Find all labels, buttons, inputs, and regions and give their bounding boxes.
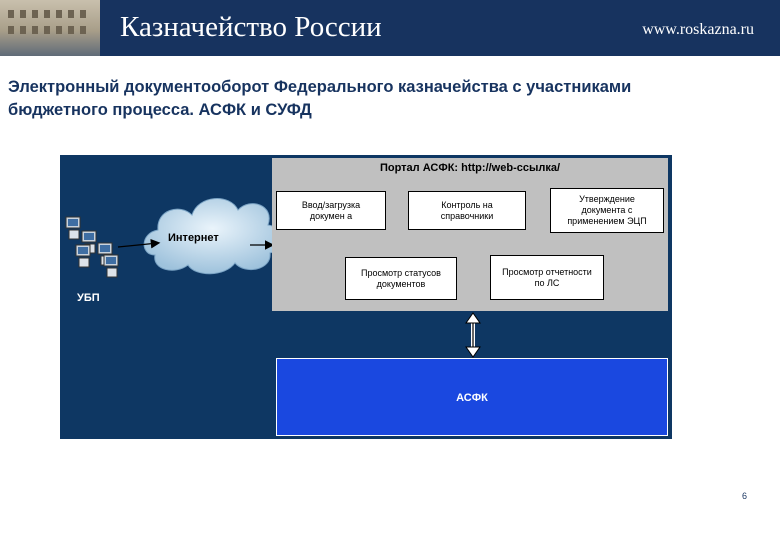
approve-label: Утверждение документа с применением ЭЦП <box>567 194 647 226</box>
asfk-diagram: Интернет УБП Портал АСФК: http://web-ссы… <box>60 155 672 439</box>
building-photo <box>0 0 100 56</box>
computers-icon <box>65 216 119 278</box>
slide-title: Электронный документооборот Федерального… <box>8 78 632 119</box>
portal-panel: Портал АСФК: http://web-ссылка/ Ввод/заг… <box>272 158 668 311</box>
portal-asfk-double-arrow <box>465 312 481 358</box>
internet-cloud-icon <box>143 198 282 275</box>
diagram-graphics <box>65 198 549 358</box>
ubp-to-cloud-arrow <box>117 238 161 249</box>
asfk-label: АСФК <box>456 392 488 404</box>
internet-label: Интернет <box>168 232 219 244</box>
control-box: Контроль на справочники <box>408 191 526 230</box>
approve-box: Утверждение документа с применением ЭЦП <box>550 188 664 233</box>
upload-label: Ввод/загрузка докумен а <box>301 199 361 221</box>
portal-title: Портал АСФК: http://web-ссылка/ <box>379 162 561 174</box>
site-url[interactable]: www.roskazna.ru <box>642 21 754 38</box>
control-label: Контроль на справочники <box>440 199 494 221</box>
page-number: 6 <box>742 491 748 501</box>
header-title: Казначейство России <box>120 11 382 43</box>
ubp-label: УБП <box>77 292 100 304</box>
reports-label: Просмотр отчетности по ЛС <box>502 266 592 288</box>
status-box: Просмотр статусов документов <box>345 257 457 300</box>
status-label: Просмотр статусов документов <box>361 267 441 289</box>
asfk-block: АСФК <box>276 358 668 436</box>
reports-box: Просмотр отчетности по ЛС <box>490 255 604 300</box>
header-bar: Казначейство России www.roskazna.ru <box>0 0 780 56</box>
upload-box: Ввод/загрузка докумен а <box>276 191 386 230</box>
